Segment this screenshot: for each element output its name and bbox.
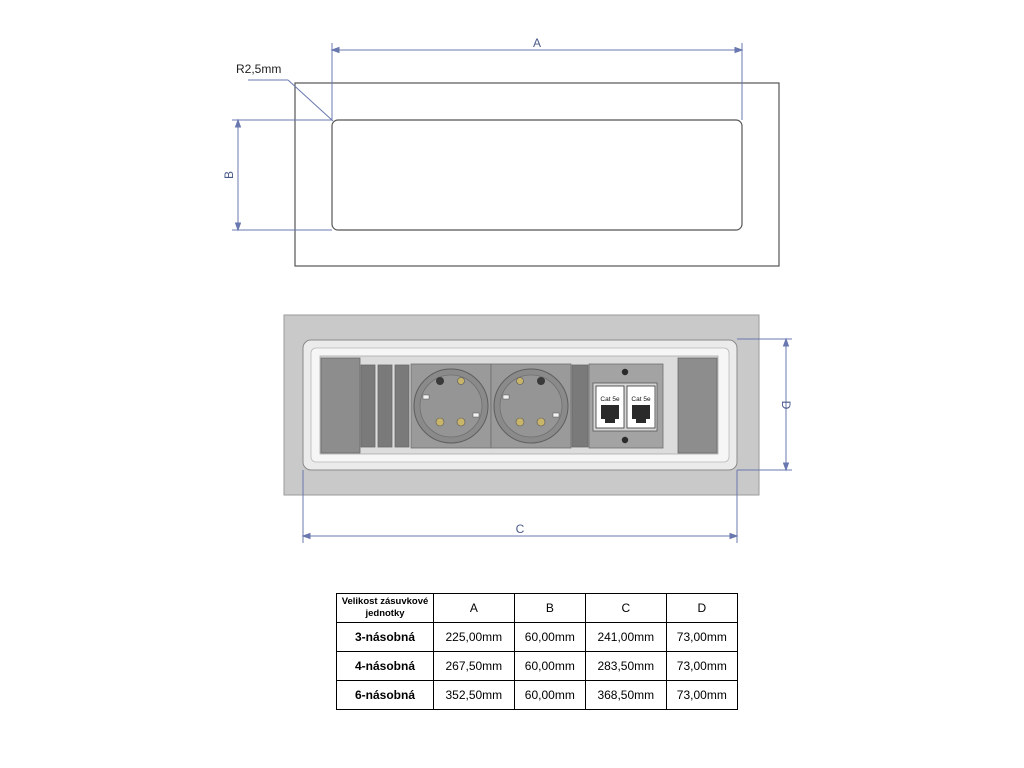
table-cell: 73,00mm [665,622,739,652]
table-cell: 60,00mm [513,651,586,681]
radius-leader [248,79,334,122]
table-corner-header: Velikost zásuvkové jednotky [336,593,434,623]
table-row-label: 6-násobná [336,680,434,710]
table-col-a: A [433,593,515,623]
table-cell: 283,50mm [584,651,667,681]
end-cap-right [677,357,718,454]
dimension-a-label: A [533,36,541,50]
table-cell: 352,50mm [433,680,515,710]
table-cell: 267,50mm [433,651,515,681]
jack-label-2: Cat 5e [631,396,651,403]
table-row-label: 4-násobná [336,651,434,681]
dimension-b-label: B [222,171,236,179]
dimension-d-label: D [779,401,793,410]
table-col-d: D [665,593,739,623]
dimension-b [232,118,332,232]
table-cell: 241,00mm [584,622,667,652]
dimension-a [330,43,744,120]
dimension-c [301,470,739,543]
table-cell: 225,00mm [433,622,515,652]
jack-label-1: Cat 5e [600,396,620,403]
top-view: A B R2,5mm [222,36,780,267]
power-socket-2 [490,363,572,449]
top-view-cutout [331,119,743,231]
dimension-c-label: C [516,522,525,536]
table-col-b: B [513,593,586,623]
end-cap-left [320,357,361,454]
data-module: Cat 5e Cat 5e [588,363,664,449]
power-socket-1 [410,363,492,449]
blank-slots [360,364,410,448]
table-cell: 60,00mm [513,622,586,652]
dimension-table: Velikost zásuvkové jednotky A B C D 3-ná… [336,593,739,710]
table-col-c: C [584,593,667,623]
dimension-d [737,337,792,472]
front-view: Cat 5e Cat 5e C D [283,314,793,543]
table-header-row: Velikost zásuvkové jednotky A B C D [336,593,739,623]
table-cell: 73,00mm [665,680,739,710]
table-row: 4-násobná 267,50mm 60,00mm 283,50mm 73,0… [336,651,739,681]
module-separator [571,364,589,448]
table-cell: 60,00mm [513,680,586,710]
radius-label: R2,5mm [236,62,281,76]
table-row-label: 3-násobná [336,622,434,652]
table-cell: 73,00mm [665,651,739,681]
table-row: 3-násobná 225,00mm 60,00mm 241,00mm 73,0… [336,622,739,652]
table-cell: 368,50mm [584,680,667,710]
table-row: 6-násobná 352,50mm 60,00mm 368,50mm 73,0… [336,680,739,710]
top-view-outer-frame [294,82,780,267]
